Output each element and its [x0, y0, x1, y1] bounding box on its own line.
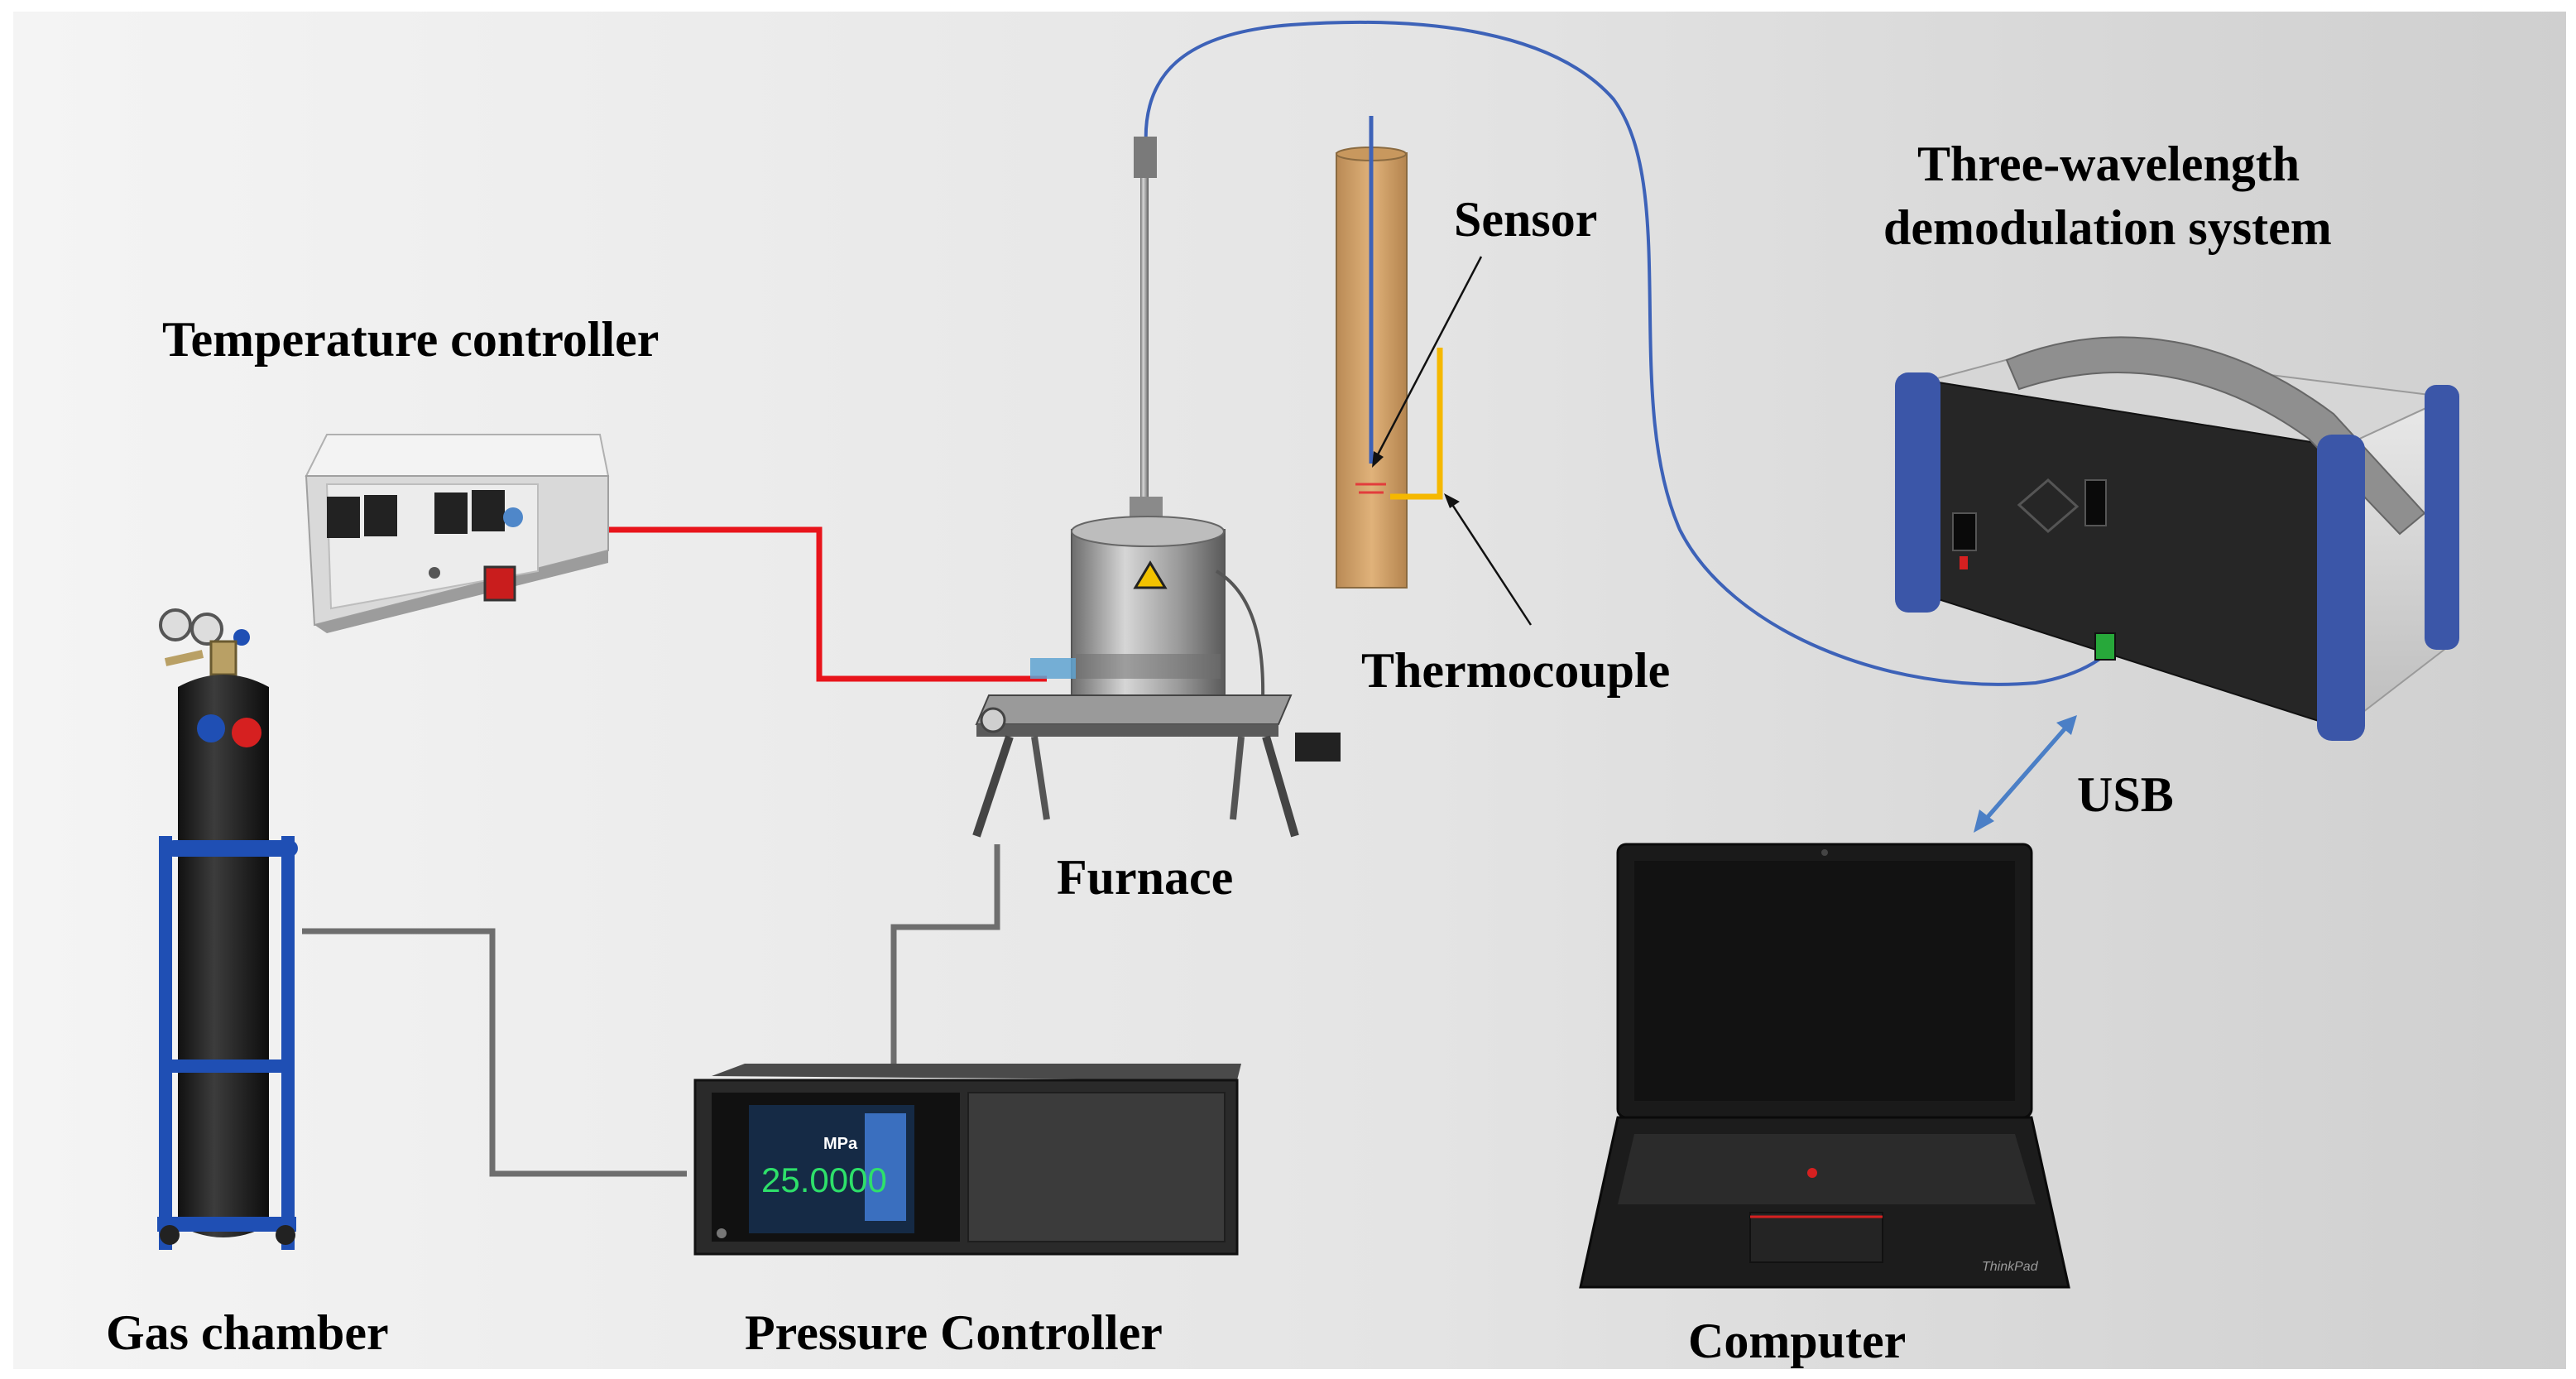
pressure-readout: 25.0000 — [761, 1160, 887, 1199]
thermocouple-label: Thermocouple — [1361, 643, 1670, 698]
pressure-controller: MPa 25.0000 — [693, 1064, 1241, 1256]
demod-label-line1: Three-wavelength — [1917, 137, 2300, 191]
sensor-tube — [1336, 116, 1443, 589]
thermocouple-wire — [1390, 348, 1443, 500]
sensor-arrowhead — [1372, 451, 1384, 468]
sensor-label: Sensor — [1454, 192, 1597, 247]
laptop-brand: ThinkPad — [1982, 1260, 2039, 1274]
gas-line-pressure-to-furnace — [890, 844, 1000, 1064]
thermocouple-arrowhead — [1444, 493, 1460, 508]
optical-fiber — [1144, 21, 2124, 686]
laptop: ThinkPad — [1579, 843, 2070, 1289]
furnace-label: Furnace — [1057, 850, 1233, 905]
furnace — [972, 137, 1341, 838]
sensor-pointer — [1374, 256, 1483, 460]
pressure-unit: MPa — [823, 1135, 858, 1153]
demodulation-system — [1895, 336, 2459, 741]
temperature-wire — [608, 526, 1047, 682]
temperature-controller-label: Temperature controller — [162, 312, 659, 367]
usb-arrow — [1974, 715, 2077, 833]
demod-label-line2: demodulation system — [1883, 200, 2332, 255]
background — [13, 12, 2566, 1369]
thermocouple-pointer — [1448, 500, 1533, 626]
pressure-controller-label: Pressure Controller — [745, 1305, 1163, 1360]
computer-label: Computer — [1688, 1314, 1906, 1368]
usb-label: USB — [2077, 767, 2174, 822]
gas-cylinder — [157, 608, 298, 1250]
temperature-controller — [305, 434, 610, 633]
gas-line-cylinder-to-pressure — [302, 928, 687, 1177]
gas-chamber-label: Gas chamber — [106, 1305, 389, 1360]
